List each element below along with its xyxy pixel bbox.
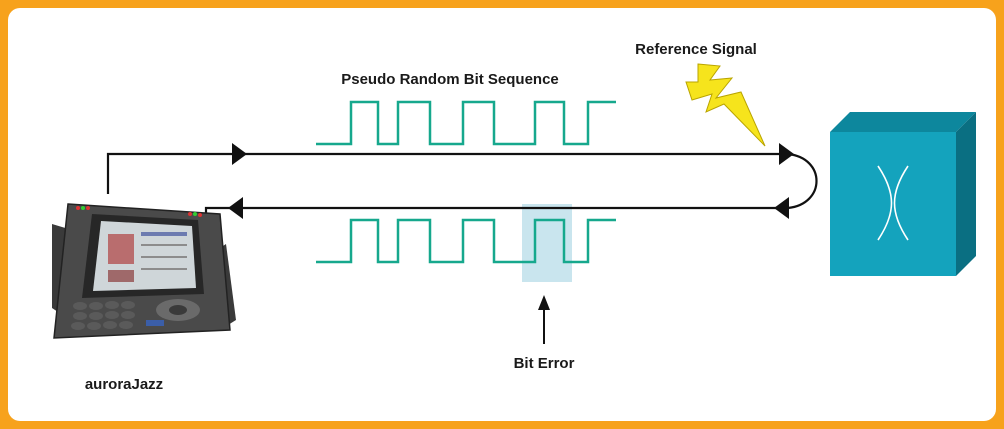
device-label: auroraJazz bbox=[85, 376, 163, 393]
bit-error-arrow-head bbox=[538, 295, 550, 310]
return-arrow-right bbox=[774, 197, 789, 219]
prbs-waveform-lower bbox=[316, 218, 616, 264]
loopback-curve bbox=[787, 152, 818, 210]
diagram-frame: Pseudo Random Bit Sequence Reference Sig… bbox=[8, 8, 996, 421]
outgoing-arrow-left bbox=[232, 143, 247, 165]
cross-connect-cube-icon bbox=[830, 112, 976, 276]
outgoing-path bbox=[106, 152, 788, 194]
bit-error-label: Bit Error bbox=[514, 355, 575, 372]
lightning-bolt-icon bbox=[685, 63, 766, 147]
return-path bbox=[204, 206, 788, 230]
prbs-waveform-upper bbox=[316, 100, 616, 146]
reference-signal-label: Reference Signal bbox=[635, 41, 757, 58]
prbs-label: Pseudo Random Bit Sequence bbox=[341, 71, 559, 88]
diagram-canvas: Pseudo Random Bit Sequence Reference Sig… bbox=[52, 41, 976, 393]
handheld-tester-icon bbox=[52, 203, 236, 339]
outgoing-arrow-right bbox=[779, 143, 794, 165]
return-arrow-left bbox=[228, 197, 243, 219]
